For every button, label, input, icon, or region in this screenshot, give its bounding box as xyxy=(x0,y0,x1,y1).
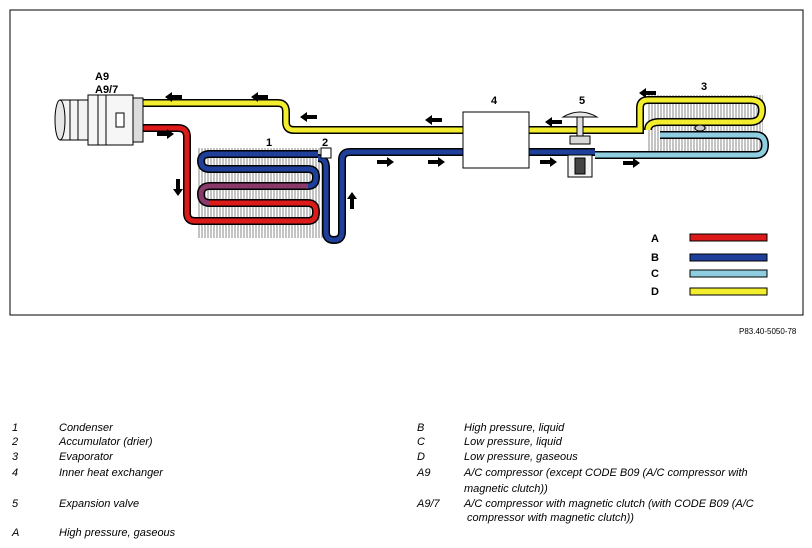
arrow-down-icon xyxy=(173,179,183,196)
arrow-right-icon xyxy=(157,129,174,139)
arrow-right-icon xyxy=(377,157,394,167)
legend-key: C xyxy=(417,436,425,448)
arrow-up-icon xyxy=(347,192,357,209)
legend-key: A9 xyxy=(417,467,431,479)
legend-text: Low pressure, gaseous xyxy=(464,451,578,463)
key-swatches xyxy=(689,233,768,296)
legend-text-continued: compressor with magnetic clutch)) xyxy=(464,512,634,524)
legend-text: Condenser xyxy=(59,422,113,434)
key-letter-b: B xyxy=(651,252,659,264)
label-expansion-valve-number: 5 xyxy=(579,95,585,107)
condenser-coil xyxy=(143,124,321,225)
key-letter-c: C xyxy=(651,268,659,280)
legend-text: High pressure, gaseous xyxy=(59,527,176,539)
arrow-right-icon xyxy=(623,158,640,168)
legend-text: Low pressure, liquid xyxy=(464,436,562,448)
legend-key: 2 xyxy=(12,436,19,448)
arrow-left-icon xyxy=(300,112,317,122)
label-heat-exchanger-number: 4 xyxy=(491,95,498,107)
line-high-pressure-liquid xyxy=(317,148,595,245)
legend-key: 1 xyxy=(12,422,19,434)
key-letter-d: D xyxy=(651,286,659,298)
legend-key: 3 xyxy=(12,451,19,463)
legend-text: Expansion valve xyxy=(59,498,140,510)
legend-key: 5 xyxy=(12,498,19,510)
legend-text: Accumulator (drier) xyxy=(59,436,153,448)
key-swatch-b xyxy=(689,253,768,262)
line-low-pressure-liquid xyxy=(595,131,770,159)
key-swatch-c xyxy=(689,269,768,278)
line-low-pressure-gaseous xyxy=(143,96,767,134)
inner-heat-exchanger-graphic xyxy=(462,111,530,169)
legend-key: D xyxy=(417,451,425,463)
arrow-left-icon xyxy=(165,92,182,102)
legend-key: A xyxy=(12,527,20,539)
label-condenser-number: 1 xyxy=(266,137,272,149)
label-evaporator-number: 3 xyxy=(701,81,707,93)
evaporator-sensor xyxy=(694,124,706,132)
figure-reference: P83.40-5050-78 xyxy=(739,327,797,336)
legend-text: A/C compressor (except CODE B09 (A/C com… xyxy=(464,467,748,479)
arrow-left-icon xyxy=(639,88,656,98)
expansion-valve-graphic xyxy=(561,111,599,178)
arrow-left-icon xyxy=(545,117,562,127)
legend-text-continued: magnetic clutch)) xyxy=(464,483,548,495)
arrow-left-icon xyxy=(425,115,442,125)
legend-text: Evaporator xyxy=(59,451,113,463)
arrow-right-icon xyxy=(428,157,445,167)
compressor-a9-graphic xyxy=(54,94,144,146)
arrow-left-icon xyxy=(251,92,268,102)
label-a9: A9 xyxy=(95,71,109,83)
arrow-right-icon xyxy=(540,157,557,167)
key-letter-a: A xyxy=(651,233,659,245)
accumulator-graphic xyxy=(320,147,332,159)
line-key: A B C D xyxy=(651,233,768,298)
legend-text: A/C compressor with magnetic clutch (wit… xyxy=(464,498,754,510)
legend-text: Inner heat exchanger xyxy=(59,467,163,479)
legend-key: B xyxy=(417,422,425,434)
key-swatch-a xyxy=(689,233,768,242)
legend-key: A9/7 xyxy=(417,498,440,510)
ac-circuit-diagram: A9 A9/7 1 2 3 4 5 A B C D xyxy=(9,9,804,316)
key-swatch-d xyxy=(689,287,768,296)
legend-key: 4 xyxy=(12,467,19,479)
flow-arrows xyxy=(157,88,656,209)
label-accumulator-number: 2 xyxy=(322,137,328,149)
legend-text: High pressure, liquid xyxy=(464,422,565,434)
diagram-frame xyxy=(9,9,804,316)
label-a97: A9/7 xyxy=(95,84,118,96)
